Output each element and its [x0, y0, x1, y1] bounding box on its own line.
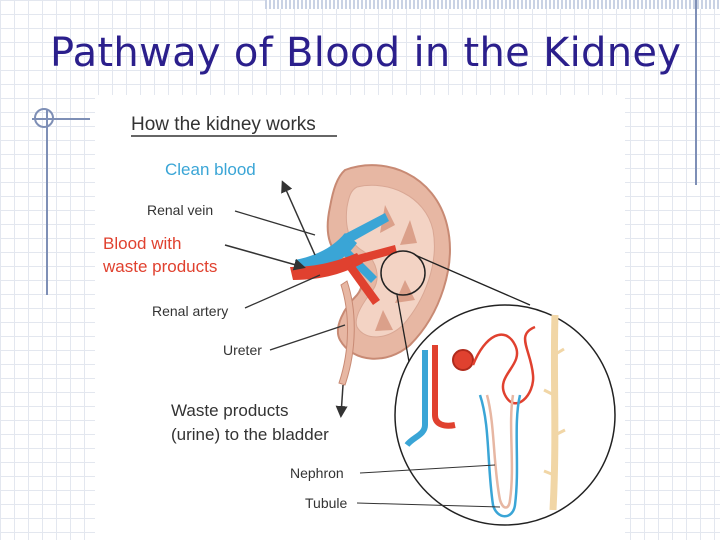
nephron-magnified: [394, 304, 616, 526]
label-to-bladder: (urine) to the bladder: [171, 425, 329, 444]
label-clean-blood: Clean blood: [165, 160, 256, 179]
label-nephron: Nephron: [290, 465, 344, 481]
clean-blood-arrow: [281, 180, 316, 256]
label-tubule: Tubule: [305, 495, 348, 511]
renal-artery: [290, 245, 397, 305]
kidney-diagram-svg: How the kidney works: [102, 114, 616, 526]
label-waste-products: waste products: [102, 257, 217, 276]
label-renal-artery: Renal artery: [152, 303, 228, 319]
accent-circle-icon: [34, 108, 54, 128]
urine-arrow: [335, 384, 348, 418]
nephron-leader: [359, 464, 496, 474]
tubule-leader: [356, 502, 501, 508]
ureter: [338, 280, 355, 386]
label-blood-with: Blood with: [103, 234, 181, 253]
ureter-leader: [269, 324, 346, 351]
label-ureter: Ureter: [223, 342, 262, 358]
right-accent-bar: [695, 0, 697, 185]
left-accent-bar: [46, 110, 48, 295]
label-waste-products-urine: Waste products: [171, 401, 288, 420]
label-renal-vein: Renal vein: [147, 202, 213, 218]
renal-artery-leader: [244, 274, 321, 309]
diagram-heading: How the kidney works: [131, 114, 316, 135]
blood-with-arrow: [224, 244, 306, 271]
renal-vein-leader: [234, 210, 316, 236]
top-decorative-band: [265, 0, 720, 9]
zoom-line-upper: [414, 254, 531, 306]
zoom-source-circle: [380, 250, 426, 296]
kidney-diagram: How the kidney works: [95, 95, 625, 540]
slide-title: Pathway of Blood in the Kidney: [50, 30, 682, 76]
accent-line: [32, 118, 90, 120]
